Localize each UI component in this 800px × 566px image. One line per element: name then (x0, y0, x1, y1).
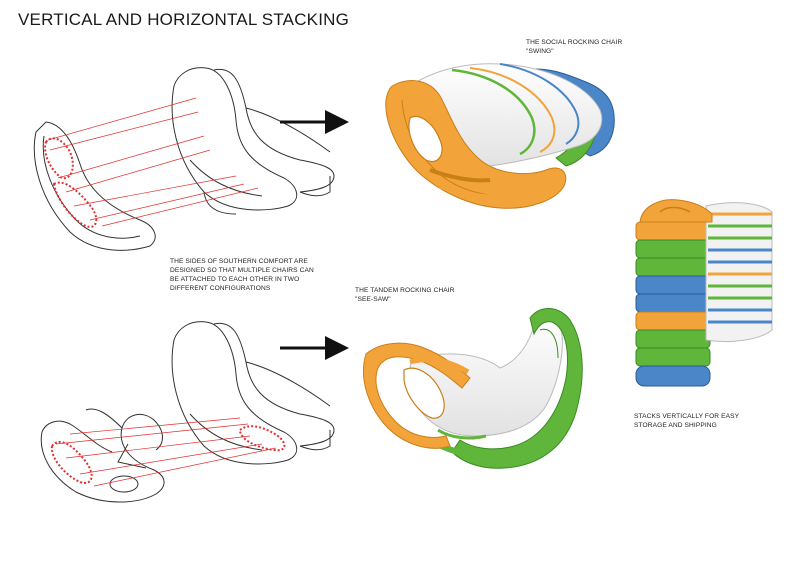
attachment-zone-front (50, 441, 93, 484)
vertical-stack-render (635, 199, 773, 387)
sides-line-1: THE SIDES OF SOUTHERN COMFORT ARE (170, 258, 308, 265)
sketch-chair-front-low (40, 413, 165, 503)
swing-name: THE SOCIAL ROCKING CHAIR (526, 39, 623, 46)
seesaw-nickname: "SEE-SAW" (355, 296, 391, 303)
sketch-horizontal-stacking (33, 67, 335, 251)
sketch-tandem-stacking (40, 321, 335, 503)
sides-line-3: BE ATTACHED TO EACH OTHER IN TWO (170, 276, 300, 283)
sketch-chair-back (171, 67, 298, 211)
swing-nickname: "SWING" (526, 48, 554, 55)
sides-description: THE SIDES OF SOUTHERN COMFORT ARE DESIGN… (170, 257, 314, 293)
swing-chair-render (385, 63, 615, 209)
stack-line-1: STACKS VERTICALLY FOR EASY (634, 413, 740, 420)
attachment-zone-upper (44, 137, 74, 180)
sketch-chair-back-low (171, 321, 298, 465)
seesaw-label: THE TANDEM ROCKING CHAIR "SEE-SAW" (355, 286, 455, 304)
sketch-chair-front (33, 121, 156, 251)
seesaw-chair-render (362, 308, 583, 469)
seesaw-name: THE TANDEM ROCKING CHAIR (355, 287, 455, 294)
sides-line-2: DESIGNED SO THAT MULTIPLE CHAIRS CAN (170, 267, 314, 274)
stack-description: STACKS VERTICALLY FOR EASY STORAGE AND S… (634, 412, 739, 430)
attachment-zone-back (238, 425, 286, 452)
stack-rings (635, 221, 711, 387)
stack-line-2: STORAGE AND SHIPPING (634, 422, 717, 429)
stack-seats (705, 202, 773, 343)
swing-label: THE SOCIAL ROCKING CHAIR "SWING" (526, 38, 622, 56)
sheet-title: VERTICAL AND HORIZONTAL STACKING (18, 10, 350, 29)
sides-line-4: DIFFERENT CONFIGURATIONS (170, 285, 271, 292)
